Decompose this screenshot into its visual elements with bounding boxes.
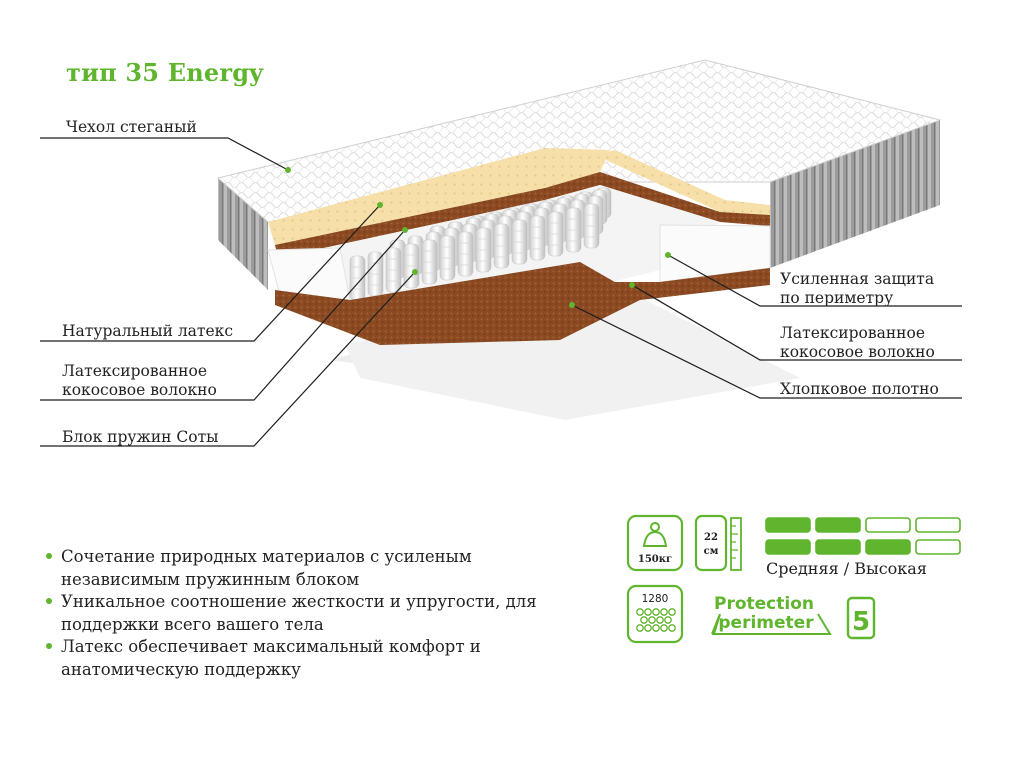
height-icon: 22 см (694, 514, 742, 572)
weight-value: 150кг (638, 554, 672, 565)
protection-line2: perimeter (718, 613, 814, 633)
bullet-item: Латекс обеспечивает максимальный комфорт… (44, 636, 604, 681)
label-latex-coir-left-line2: кокосовое волокно (62, 381, 217, 399)
hardness-segment (865, 517, 911, 533)
label-perimeter-line2: по периметру (780, 289, 894, 307)
springs-count-icon: 1280 (626, 584, 684, 644)
mattress-side-right (770, 120, 940, 268)
hardness-segment (765, 539, 811, 555)
height-unit: см (704, 546, 719, 557)
bullet-item: Сочетание природных материалов с усилены… (44, 546, 604, 591)
label-spring-block: Блок пружин Соты (62, 428, 219, 446)
leader-lines (40, 137, 962, 447)
bullet-line1: Латекс обеспечивает максимальный комфорт… (61, 637, 481, 656)
hardness-segment (915, 517, 961, 533)
spring-block-springs (349, 187, 612, 301)
bullet-dot-icon (46, 598, 52, 604)
label-perimeter-line1: Усиленная защита (780, 270, 935, 288)
weight-icon: 150кг (626, 514, 684, 572)
warranty-icon: 5 (846, 596, 876, 640)
label-latex-coir-right-line2: кокосовое волокно (780, 343, 935, 361)
label-latex-coir-right-line1: Латексированное (780, 324, 926, 342)
page-title: тип 35 Energy (66, 58, 264, 87)
label-latex-coir-left-line1: Латексированное (62, 362, 208, 380)
protection-perimeter-icon: Protection perimeter (711, 594, 832, 635)
protection-line1: Protection (714, 594, 814, 614)
mattress-side-front (218, 178, 268, 290)
label-cover: Чехол стеганый (66, 118, 197, 136)
label-perimeter: Усиленная защита по периметру (780, 270, 934, 308)
bullet-dot-icon (46, 553, 52, 559)
feature-icons: 150кг 22 см 1280 Protection perimeter 5 (626, 514, 961, 644)
hardness-segment (765, 517, 811, 533)
bullet-dot-icon (46, 643, 52, 649)
label-natural-latex: Натуральный латекс (62, 322, 234, 340)
bullet-item: Уникальное соотношение жесткости и упруг… (44, 591, 604, 636)
bullet-line1: Сочетание природных материалов с усилены… (61, 547, 472, 566)
feature-bullets: Сочетание природных материалов с усилены… (44, 546, 604, 681)
label-latex-coir-right: Латексированное кокосовое волокно (780, 324, 935, 362)
hardness-segment (815, 517, 861, 533)
latex-layer (268, 148, 610, 245)
hardness-segment (815, 539, 861, 555)
bullet-line2: анатомическую поддержку (61, 659, 301, 679)
hardness-segment (865, 539, 911, 555)
hardness-segment (915, 539, 961, 555)
bullet-line2: независимым пружинным блоком (61, 569, 360, 589)
springs-count: 1280 (642, 593, 669, 605)
label-cotton: Хлопковое полотно (780, 380, 939, 398)
hardness-label: Средняя / Высокая (766, 559, 927, 578)
bullet-line2: поддержки всего вашего тела (61, 614, 324, 634)
leader-dots (285, 167, 671, 308)
coir-layer-top (275, 172, 770, 258)
warranty-value: 5 (852, 607, 870, 637)
hardness-scale (765, 517, 961, 555)
bullet-line1: Уникальное соотношение жесткости и упруг… (61, 592, 537, 611)
label-latex-coir-left: Латексированное кокосовое волокно (62, 362, 217, 400)
height-value: 22 (704, 532, 718, 543)
